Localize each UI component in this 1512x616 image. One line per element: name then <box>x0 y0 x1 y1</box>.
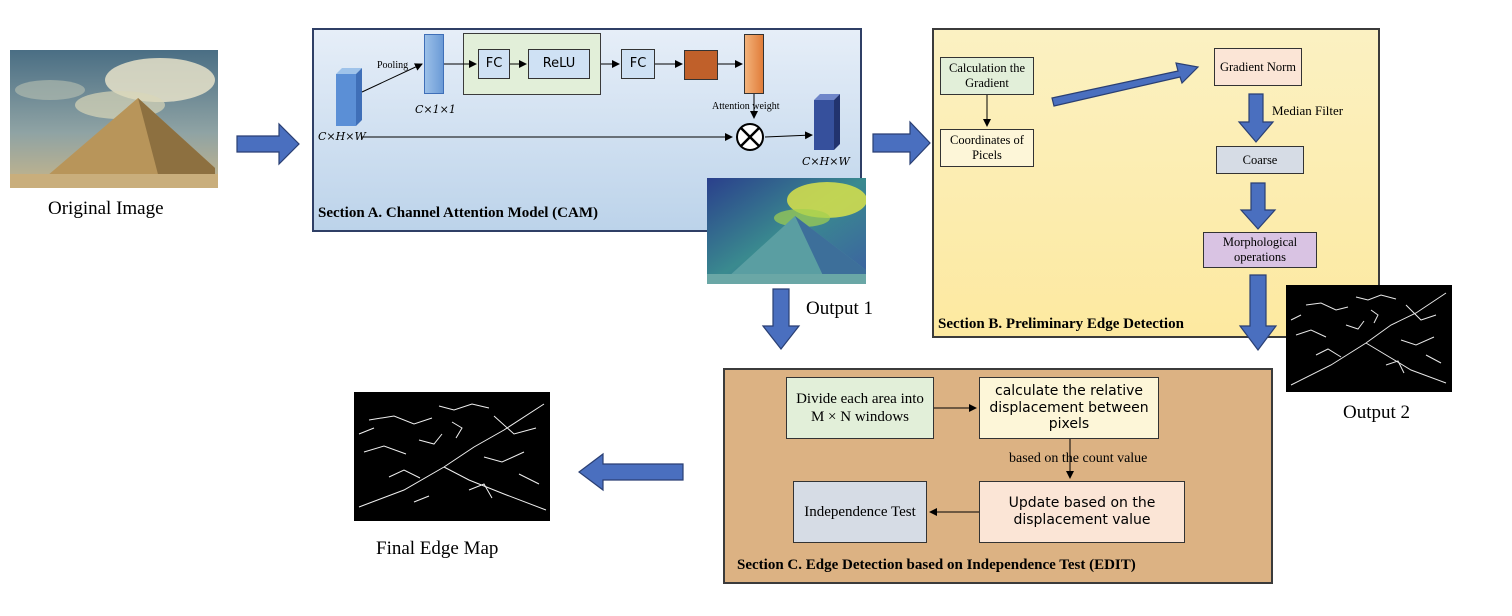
pooled-tensor <box>424 34 444 94</box>
update-box: Update based on the displacement value <box>979 481 1185 543</box>
original-image-caption: Original Image <box>48 198 164 219</box>
fc-box-1: FC <box>478 49 510 79</box>
sigmoid-block <box>684 50 718 80</box>
output2-label: Output 2 <box>1343 402 1411 423</box>
attention-vector <box>744 34 764 94</box>
divide-box: Divide each area into M × N windows <box>786 377 934 439</box>
independence-box: Independence Test <box>793 481 927 543</box>
input-tensor-label: C×H×W <box>318 130 366 143</box>
final-edge-map-image <box>354 392 550 521</box>
morphological-box: Morphological operations <box>1203 232 1317 268</box>
arrow-output1-down <box>761 288 801 350</box>
arrow-original-to-cam <box>236 122 300 166</box>
count-value-label: based on the count value <box>1009 451 1148 466</box>
calc-gradient-box: Calculation the Gradient <box>940 57 1034 95</box>
attention-weight-label: Attention weight <box>712 101 780 112</box>
output-tensor-label: C×H×W <box>802 155 850 168</box>
input-tensor <box>336 68 362 126</box>
coarse-box: Coarse <box>1216 146 1304 174</box>
coordinates-box: Coordinates of Picels <box>940 129 1034 167</box>
calculate-box: calculate the relative displacement betw… <box>979 377 1159 439</box>
pooling-label: Pooling <box>377 60 409 71</box>
output-tensor <box>814 94 840 150</box>
output2-image <box>1286 285 1452 392</box>
arrow-cam-to-b <box>872 120 931 166</box>
original-image <box>10 50 218 188</box>
fc-box-2: FC <box>621 49 655 79</box>
pooled-tensor-label: C×1×1 <box>415 103 456 116</box>
section-b-title: Section B. Preliminary Edge Detection <box>938 316 1184 332</box>
section-c-title: Section C. Edge Detection based on Indep… <box>737 557 1136 573</box>
section-a-title: Section A. Channel Attention Model (CAM) <box>318 205 598 221</box>
output1-label: Output 1 <box>806 298 874 319</box>
output1-image <box>707 178 866 284</box>
arrow-c-to-final <box>578 452 684 492</box>
relu-box: ReLU <box>528 49 590 79</box>
median-filter-label: Median Filter <box>1272 103 1344 118</box>
multiply-icon <box>735 122 765 152</box>
final-edge-map-caption: Final Edge Map <box>376 538 499 559</box>
gradient-norm-box: Gradient Norm <box>1214 48 1302 86</box>
